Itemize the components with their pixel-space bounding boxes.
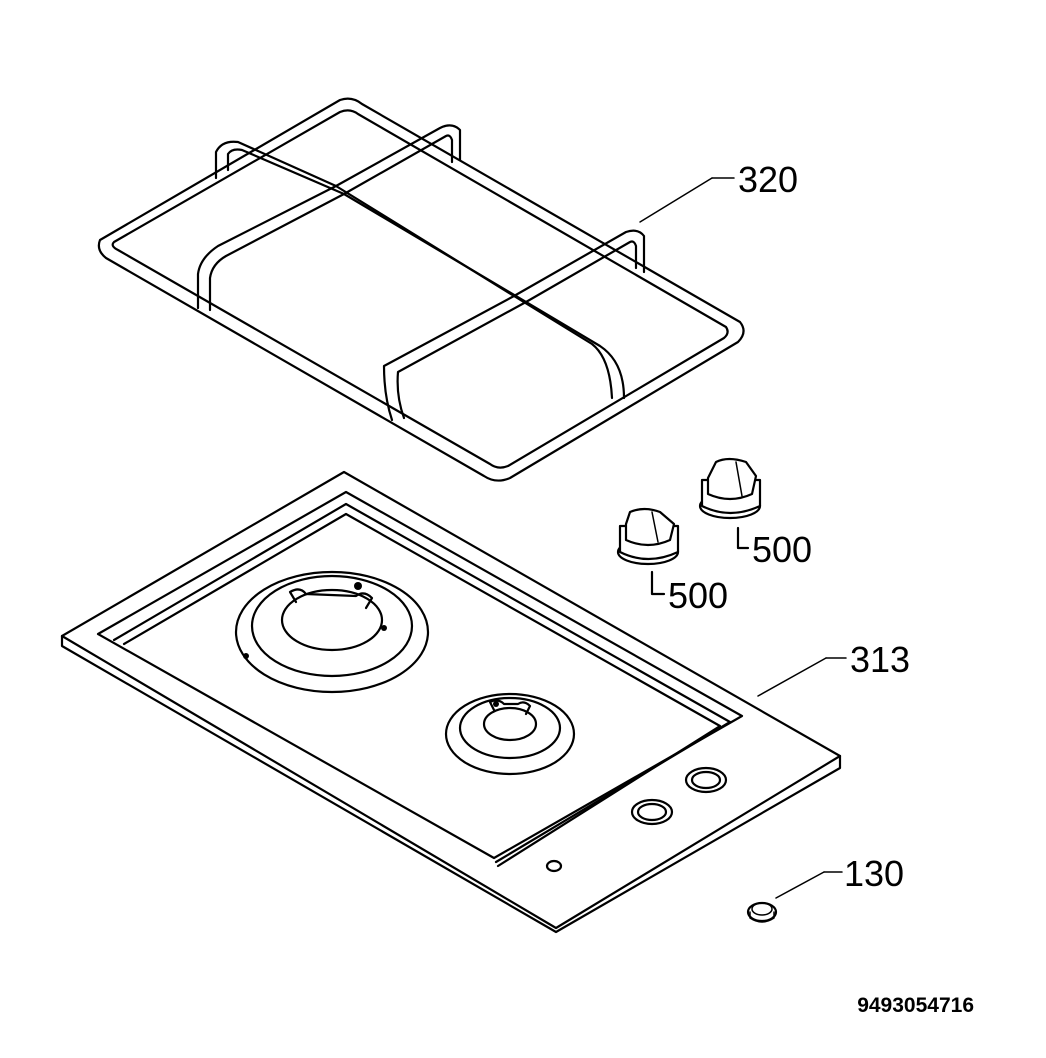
callout-500-left: 500 <box>668 575 728 616</box>
callout-320: 320 <box>738 159 798 200</box>
callout-313: 313 <box>850 639 910 680</box>
hob-top-plate <box>60 470 847 934</box>
callout-500-right: 500 <box>752 529 812 570</box>
nozzle-fitting <box>746 871 843 923</box>
control-knob-right <box>698 457 762 550</box>
control-knob-left <box>616 507 680 596</box>
document-code: 9493054716 <box>857 994 974 1017</box>
pan-support-grid <box>97 97 745 482</box>
callout-130: 130 <box>844 853 904 894</box>
